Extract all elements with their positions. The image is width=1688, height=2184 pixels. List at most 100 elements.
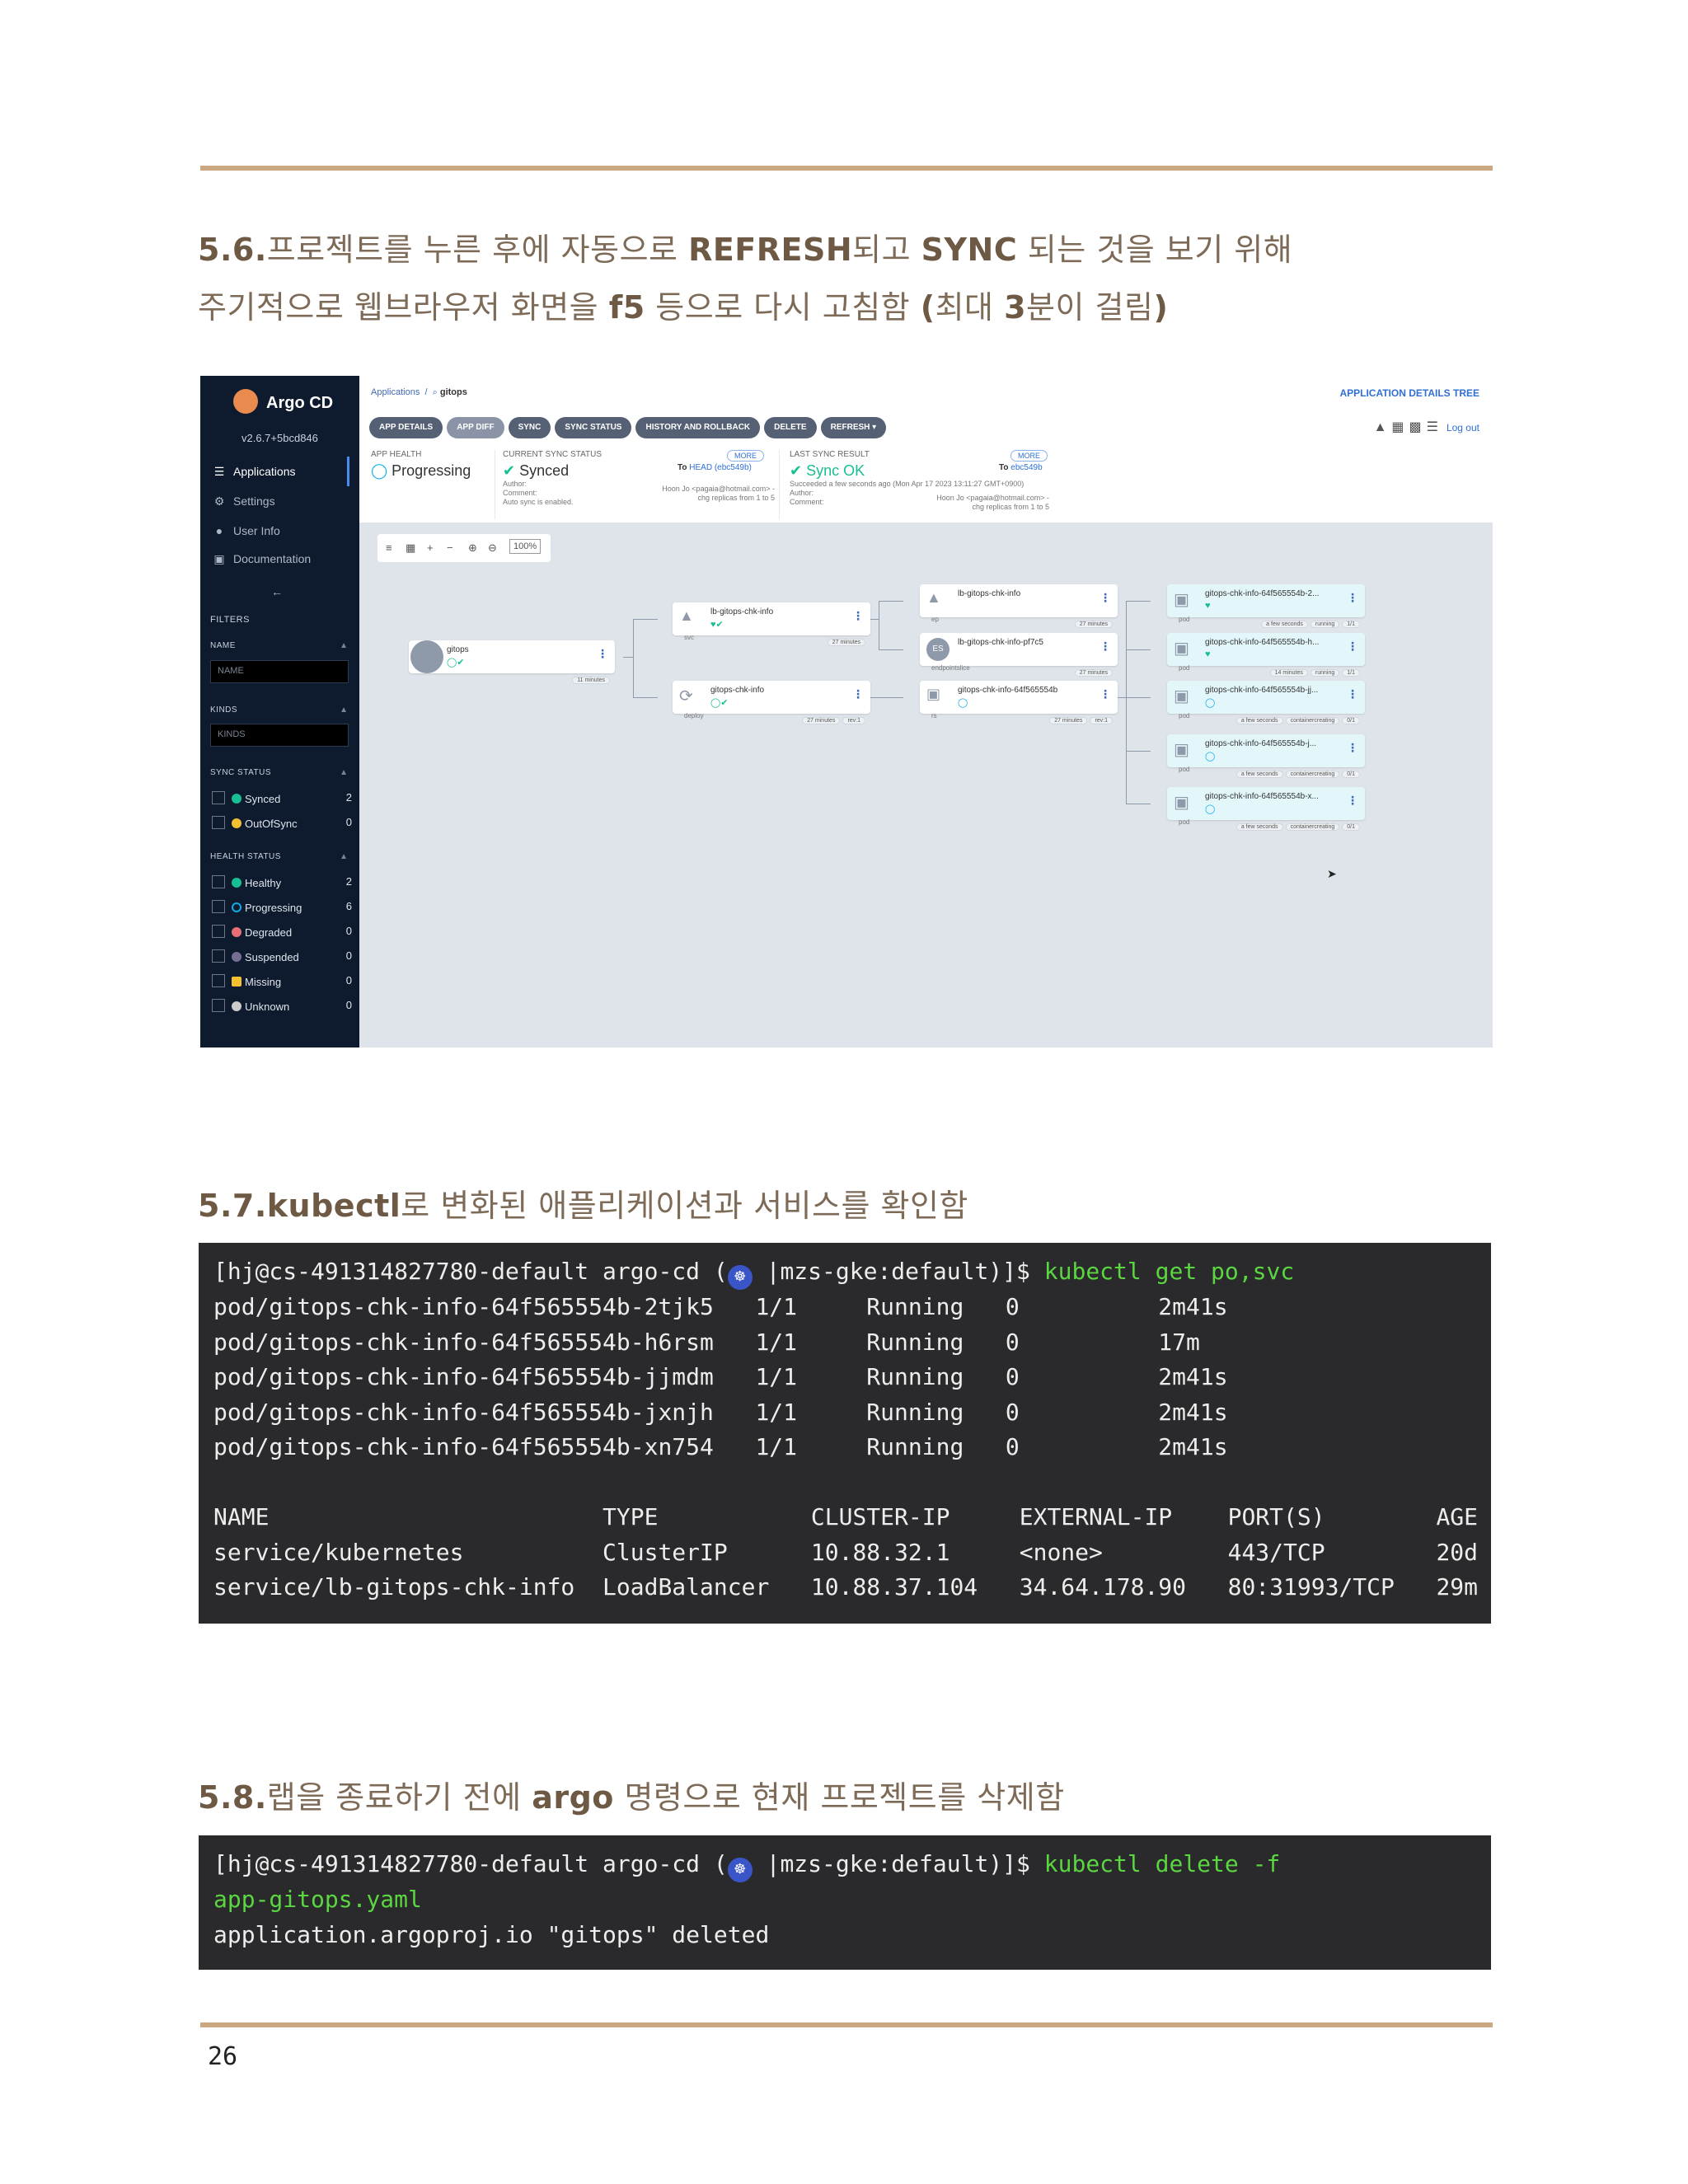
checkbox[interactable] bbox=[212, 875, 225, 888]
heart-icon: ♥ bbox=[1205, 649, 1211, 659]
sync-target: To HEAD (ebc549b) bbox=[678, 463, 752, 472]
zoom-out-icon[interactable]: ⊖ bbox=[488, 541, 497, 554]
node-menu-icon[interactable]: ⋮ bbox=[1347, 591, 1358, 604]
pod-row: pod/gitops-chk-info-64f565554b-h6rsm 1/1… bbox=[213, 1328, 1200, 1356]
checkbox[interactable] bbox=[212, 791, 225, 804]
last-sync-result-header: LAST SYNC RESULT bbox=[790, 450, 870, 459]
terminal-prompt-line: [hj@cs-491314827780-default argo-cd (☸ |… bbox=[213, 1254, 1476, 1290]
breadcrumb-applications[interactable]: Applications bbox=[371, 387, 420, 397]
chevron-up-icon[interactable]: ▲ bbox=[340, 641, 348, 650]
svc-node[interactable]: ▲ lb-gitops-chk-info ♥✔ ⋮ svc 27 minutes bbox=[673, 602, 870, 646]
sync-more-button[interactable]: MORE bbox=[727, 450, 764, 462]
result-comment: chg replicas from 1 to 5 bbox=[972, 503, 1049, 511]
kubernetes-icon: ☸ bbox=[727, 1265, 753, 1290]
app-details-button[interactable]: APP DETAILS bbox=[369, 417, 443, 438]
align-icon[interactable]: ≡ bbox=[386, 541, 392, 554]
checkbox[interactable] bbox=[212, 999, 225, 1012]
sidebar-item-settings[interactable]: ⚙Settings bbox=[212, 494, 275, 509]
chevron-up-icon[interactable]: ▲ bbox=[340, 852, 348, 861]
name-filter-input[interactable]: NAME bbox=[210, 660, 349, 683]
edge bbox=[1126, 751, 1151, 752]
node-menu-icon[interactable]: ⋮ bbox=[1347, 687, 1358, 701]
pod-node[interactable]: ▣ gitops-chk-info-64f565554b-j... ◯ ⋮ po… bbox=[1167, 734, 1365, 778]
view-mode-icons[interactable]: ▲▦▩☰ bbox=[1373, 420, 1443, 434]
sync-status-button[interactable]: SYNC STATUS bbox=[555, 417, 632, 438]
checkbox[interactable] bbox=[212, 816, 225, 829]
deploy-node[interactable]: ⟳ gitops-chk-info ◯✔ ⋮ deploy 27 minutes… bbox=[673, 681, 870, 724]
ep-node[interactable]: ▲ lb-gitops-chk-info ⋮ ep 27 minutes bbox=[920, 584, 1118, 628]
zoom-in-icon[interactable]: ⊕ bbox=[468, 541, 477, 554]
logout-link[interactable]: Log out bbox=[1446, 422, 1479, 434]
group-icon[interactable]: ▦ bbox=[406, 541, 416, 554]
sidebar-item-applications[interactable]: ☰Applications bbox=[212, 465, 296, 479]
sync-status-header: CURRENT SYNC STATUS bbox=[503, 450, 603, 459]
status-icons: ◯✔ bbox=[447, 658, 465, 668]
result-author-label: Author: bbox=[790, 489, 814, 497]
chevron-up-icon[interactable]: ▲ bbox=[340, 768, 348, 777]
breadcrumb-app: gitops bbox=[439, 387, 467, 397]
expand-icon[interactable]: + bbox=[427, 541, 434, 554]
history-rollback-button[interactable]: HISTORY AND ROLLBACK bbox=[635, 417, 761, 438]
sidebar-item-user-info[interactable]: ●User Info bbox=[212, 524, 280, 537]
checkbox[interactable] bbox=[212, 925, 225, 938]
node-menu-icon[interactable]: ⋮ bbox=[1347, 794, 1358, 807]
bottom-divider bbox=[200, 2022, 1493, 2027]
checkbox[interactable] bbox=[212, 900, 225, 913]
node-menu-icon[interactable]: ⋮ bbox=[1347, 741, 1358, 754]
sync-button[interactable]: SYNC bbox=[508, 417, 551, 438]
node-menu-icon[interactable]: ⋮ bbox=[852, 609, 864, 622]
pod-row: pod/gitops-chk-info-64f565554b-jxnjh 1/1… bbox=[213, 1398, 1228, 1426]
checkbox[interactable] bbox=[212, 974, 225, 987]
pod-node[interactable]: ▣ gitops-chk-info-64f565554b-x... ◯ ⋮ po… bbox=[1167, 787, 1365, 831]
sidebar-item-documentation[interactable]: ▣Documentation bbox=[212, 552, 311, 566]
pod-node[interactable]: ▣ gitops-chk-info-64f565554b-2... ♥ ⋮ po… bbox=[1167, 584, 1365, 628]
blank-line bbox=[213, 1465, 1476, 1501]
delete-button[interactable]: DELETE bbox=[764, 417, 817, 438]
argo-logo-icon bbox=[233, 389, 258, 414]
pod-node[interactable]: ▣ gitops-chk-info-64f565554b-h... ♥ ⋮ po… bbox=[1167, 633, 1365, 677]
pod-icon: ▣ bbox=[1174, 687, 1189, 705]
sync-result-value: ✔ Sync OK bbox=[790, 462, 865, 479]
collapse-icon[interactable]: − bbox=[447, 541, 453, 554]
node-menu-icon[interactable]: ⋮ bbox=[1100, 640, 1111, 653]
node-menu-icon[interactable]: ⋮ bbox=[1100, 687, 1111, 701]
filters-label: FILTERS bbox=[210, 615, 250, 625]
node-menu-icon[interactable]: ⋮ bbox=[597, 647, 608, 660]
kinds-filter-input[interactable]: KINDS bbox=[210, 724, 349, 747]
pod-node[interactable]: ▣ gitops-chk-info-64f565554b-jj... ◯ ⋮ p… bbox=[1167, 681, 1365, 724]
argocd-screenshot: Argo CD v2.6.7+5bcd846 ☰Applications ⚙Se… bbox=[200, 376, 1493, 1047]
node-menu-icon[interactable]: ⋮ bbox=[1347, 640, 1358, 653]
app-node-gitops[interactable]: gitops ◯✔ ⋮ 11 minutes bbox=[409, 640, 615, 684]
edge bbox=[1126, 649, 1151, 650]
result-more-button[interactable]: MORE bbox=[1010, 450, 1048, 462]
edge bbox=[633, 619, 658, 620]
checkbox[interactable] bbox=[212, 949, 225, 963]
node-tags: 27 minutes bbox=[1072, 669, 1113, 677]
terminal-command: kubectl get po,svc bbox=[1043, 1258, 1295, 1285]
node-menu-icon[interactable]: ⋮ bbox=[852, 687, 864, 701]
app-diff-button[interactable]: APP DIFF bbox=[447, 417, 504, 438]
endpointslice-node[interactable]: ES lb-gitops-chk-info-pf7c5 ⋮ endpointsl… bbox=[920, 633, 1118, 677]
zoom-level[interactable]: 100% bbox=[509, 539, 542, 554]
endpointslice-icon: ES bbox=[926, 638, 950, 661]
chevron-up-icon[interactable]: ▲ bbox=[340, 705, 348, 715]
rs-node[interactable]: ▣ gitops-chk-info-64f565554b ◯ ⋮ rs 27 m… bbox=[920, 681, 1118, 724]
deploy-icon: ⟳ bbox=[679, 687, 693, 705]
pod-row: pod/gitops-chk-info-64f565554b-xn754 1/1… bbox=[213, 1433, 1228, 1460]
refresh-button[interactable]: REFRESH ▾ bbox=[820, 417, 887, 438]
node-menu-icon[interactable]: ⋮ bbox=[1100, 591, 1111, 604]
heart-icon: ♥ bbox=[1205, 601, 1211, 611]
collapse-arrow-icon[interactable]: ← bbox=[271, 585, 283, 598]
status-icons: ◯ bbox=[958, 698, 968, 708]
heart-icon bbox=[232, 878, 241, 888]
